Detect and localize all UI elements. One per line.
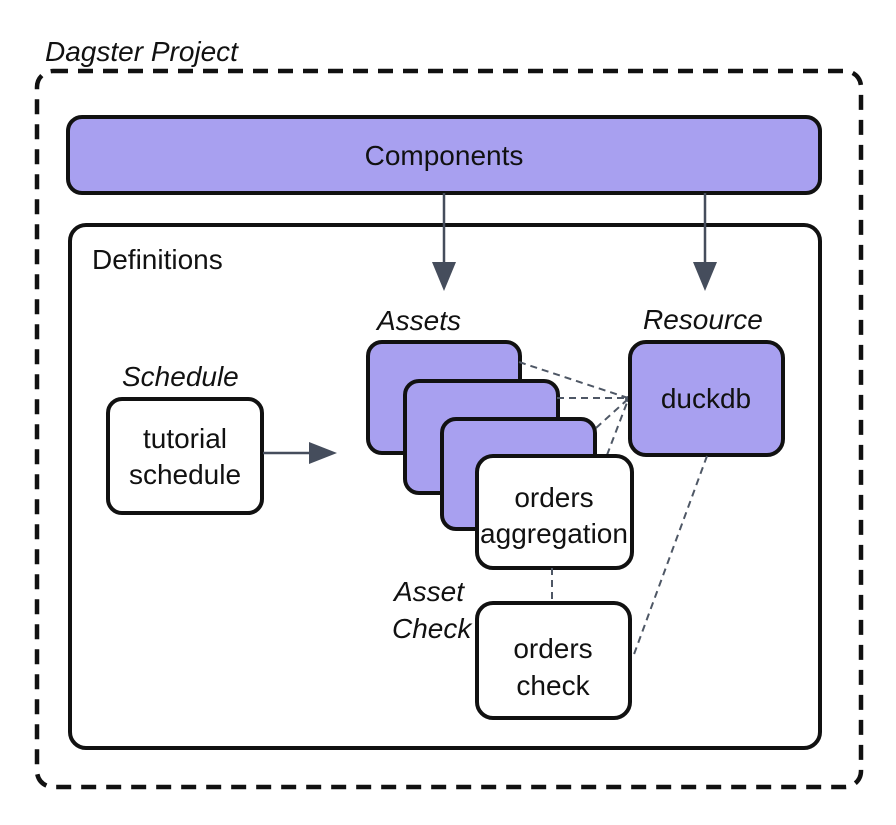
- project-boundary-border: [34, 68, 864, 790]
- connector-orders-aggregation-duckdb: [606, 399, 629, 456]
- orders-check-label-line2: check: [516, 670, 590, 701]
- orders-check-box: [475, 601, 632, 720]
- components-bar: Components: [66, 115, 822, 195]
- resource-group-label: Resource: [643, 304, 763, 335]
- arrow-head-icon: [432, 262, 456, 291]
- arrow-schedule-to-assets: [263, 442, 337, 464]
- arrow-components-to-assets: [432, 193, 456, 291]
- arrow-head-icon: [309, 442, 337, 464]
- asset-check-group-label-line1: Asset: [392, 576, 465, 607]
- tutorial-schedule-label-line1: tutorial: [143, 423, 227, 454]
- orders-aggregation-box: [475, 454, 634, 570]
- components-bar-label: Components: [365, 140, 524, 171]
- orders-check-label-line1: orders: [513, 633, 592, 664]
- assets-group-label: Assets: [375, 305, 461, 336]
- tutorial-schedule-label-line2: schedule: [129, 459, 241, 490]
- asset-check-group-label-line2: Check: [392, 613, 473, 644]
- node-orders-check: orders check: [475, 601, 632, 720]
- diagram-title: Dagster Project: [45, 36, 239, 67]
- schedule-group-label: Schedule: [122, 361, 239, 392]
- orders-aggregation-label-line2: aggregation: [480, 518, 628, 549]
- duckdb-box: [628, 340, 785, 457]
- tutorial-schedule-box: [106, 397, 264, 515]
- orders-aggregation-label-line1: orders: [514, 482, 593, 513]
- node-orders-aggregation: orders aggregation: [475, 454, 634, 570]
- node-tutorial-schedule: tutorial schedule: [106, 397, 264, 515]
- arrow-components-to-resource: [693, 193, 717, 291]
- node-duckdb: duckdb: [628, 340, 785, 457]
- duckdb-label: duckdb: [661, 383, 751, 414]
- arrow-head-icon: [693, 262, 717, 291]
- definitions-box-label: Definitions: [92, 244, 223, 275]
